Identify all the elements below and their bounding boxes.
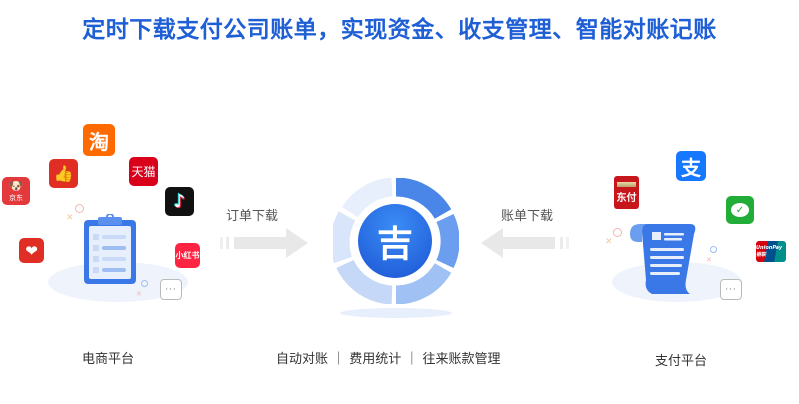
tmall-app-icon: 天猫 bbox=[129, 157, 158, 186]
bill-download-label: 账单下载 bbox=[501, 209, 554, 224]
wechat-pay-app-icon: ✓ bbox=[726, 196, 754, 224]
ecommerce-platform-label: 电商平台 bbox=[82, 352, 135, 367]
deco-cross: ✕ bbox=[706, 256, 712, 264]
logo-shadow bbox=[340, 308, 452, 318]
bill-receipt-icon bbox=[628, 220, 700, 298]
deco-cross: ✕ bbox=[136, 290, 142, 298]
jd-app-icon: 🐶 京东 bbox=[2, 177, 30, 205]
deco-cross: ✕ bbox=[66, 213, 74, 223]
dongfu-app-icon: 东付 bbox=[614, 176, 639, 209]
pinduoduo-thumb-app-icon: 👍 bbox=[49, 159, 78, 188]
alipay-app-icon: 支 bbox=[676, 151, 706, 181]
central-logo-ring bbox=[330, 177, 460, 305]
douyin-app-icon: ♪ bbox=[165, 187, 194, 216]
arrow-left-icon bbox=[477, 228, 569, 262]
deco-circle bbox=[613, 228, 622, 237]
more-payment-button[interactable]: ··· bbox=[720, 279, 742, 300]
arrow-right-icon bbox=[220, 228, 312, 262]
deco-circle bbox=[141, 280, 148, 287]
deco-cross: ✕ bbox=[605, 237, 613, 247]
unionpay-app-icon: UnionPay 银联 bbox=[756, 241, 786, 262]
more-platforms-button[interactable]: ··· bbox=[160, 279, 182, 300]
clipboard-icon bbox=[82, 213, 138, 286]
feature-list: 自动对账 ｜ 费用统计 ｜ 往来账款管理 bbox=[276, 352, 501, 367]
pinduoduo-heart-app-icon: ❤ bbox=[19, 238, 44, 263]
ji-logo-icon: 吉 bbox=[358, 204, 432, 278]
payment-platform-label: 支付平台 bbox=[655, 354, 708, 369]
order-download-label: 订单下载 bbox=[226, 209, 279, 224]
taobao-app-icon: 淘 bbox=[83, 124, 115, 156]
deco-circle bbox=[75, 204, 84, 213]
xiaohongshu-app-icon: 小红书 bbox=[175, 243, 200, 268]
deco-circle bbox=[710, 246, 717, 253]
page-title: 定时下载支付公司账单，实现资金、收支管理、智能对账记账 bbox=[82, 17, 717, 43]
